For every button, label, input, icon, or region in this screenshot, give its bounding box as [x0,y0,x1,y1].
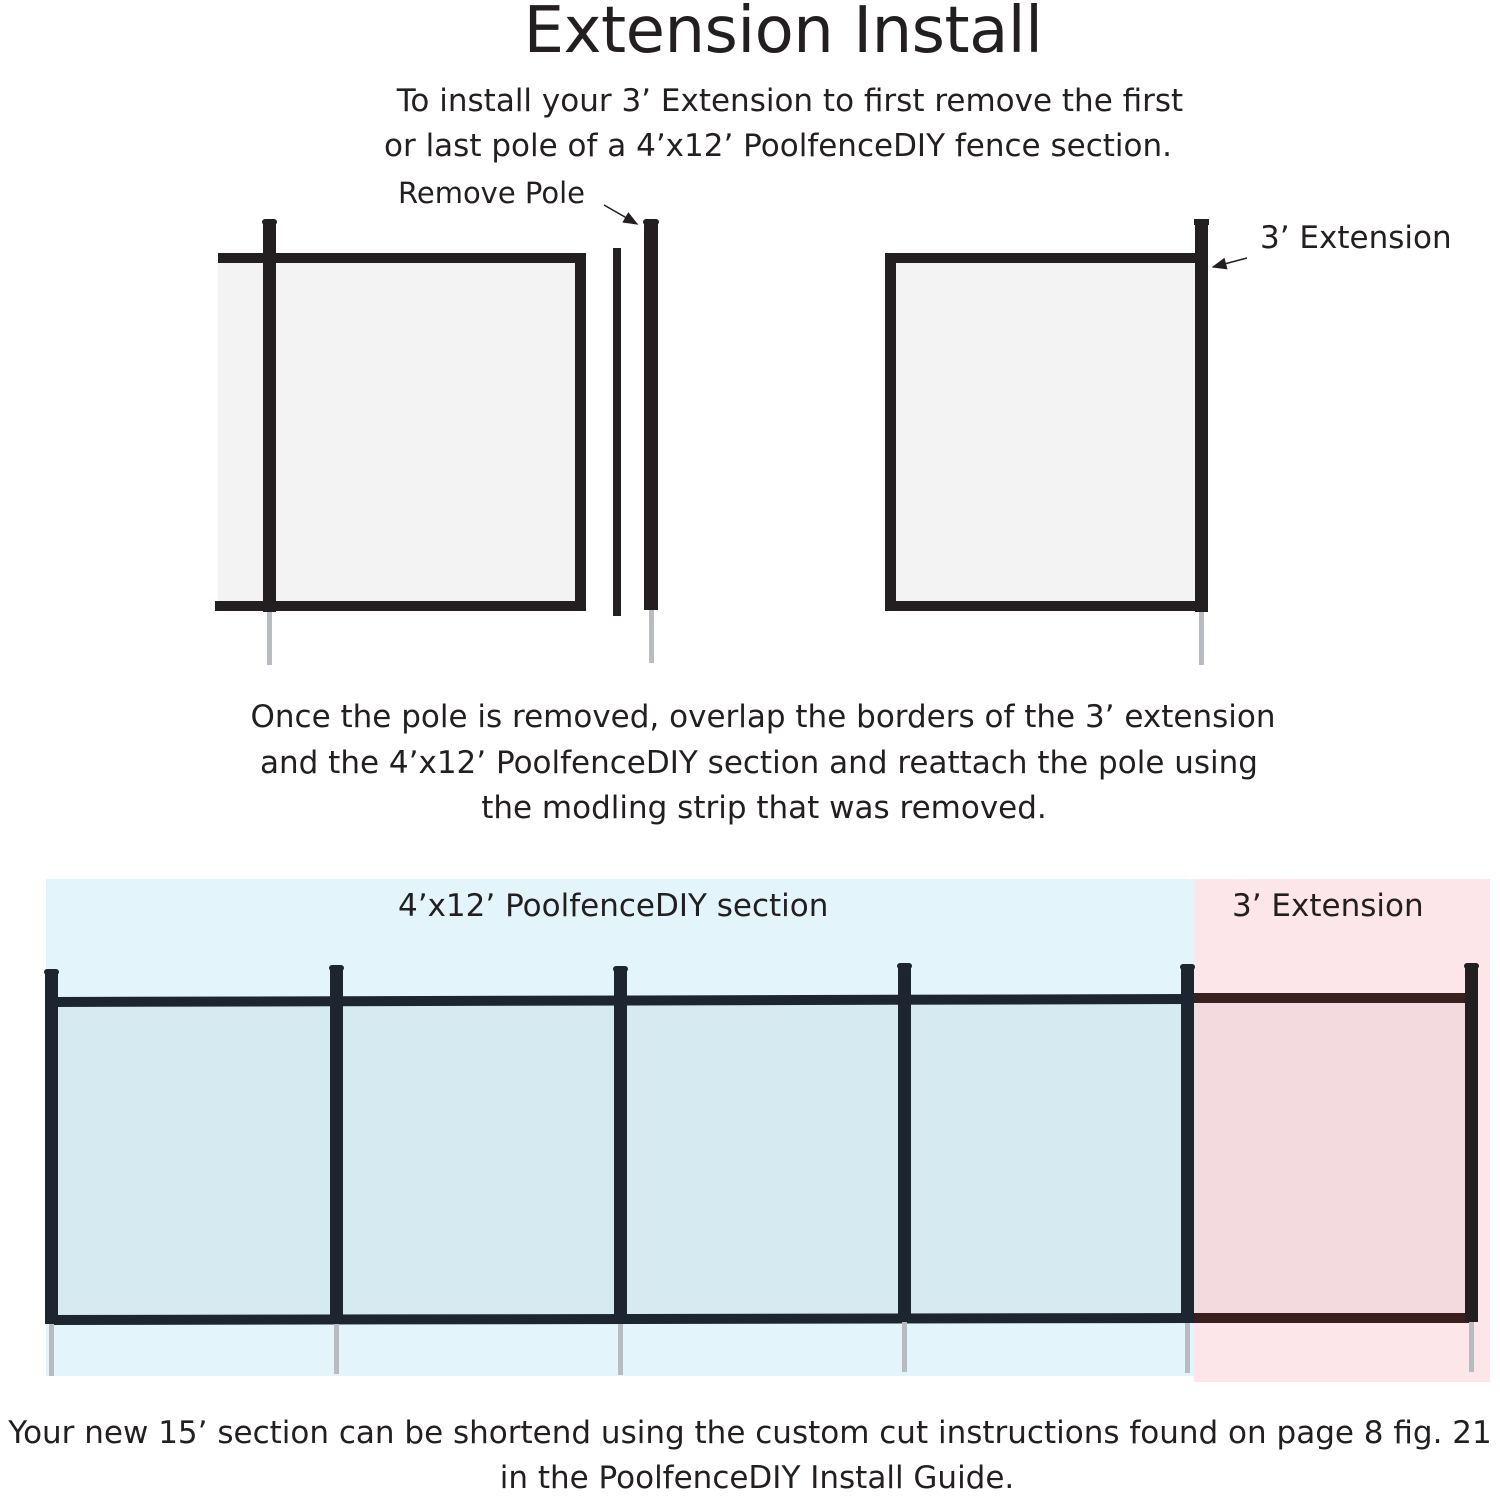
instruction-line-1: Once the pole is removed, overlap the bo… [250,699,1276,735]
extension-end-pole [1464,963,1479,1372]
footer-line-1: Your new 15’ section can be shortend usi… [8,1415,1492,1451]
intro-line-2: or last pole of a 4’x12’ PoolfenceDIY fe… [384,128,1172,164]
top-diagram [215,204,1248,665]
extension-pole [1195,222,1208,612]
extension-label-top: 3’ Extension [1260,220,1452,256]
section-label: 4’x12’ PoolfenceDIY section [398,888,829,924]
mesh-panel [218,258,580,606]
extension-label-bottom: 3’ Extension [1232,888,1424,924]
remove-pole-label: Remove Pole [398,176,585,210]
mesh-panel [893,258,1198,606]
ground-spike [649,610,654,663]
frame-right-border [575,253,586,611]
mesh-panel-4 [911,1003,1183,1315]
mesh-panel-2 [343,1005,615,1317]
pole-body [644,222,658,610]
remove-pole-arrow [603,204,639,225]
mesh-panel-1 [57,1005,331,1315]
extension-arrow [1211,257,1248,270]
extension-top-rail [1190,993,1472,1003]
instruction-line-2: and the 4’x12’ PoolfenceDIY section and … [260,745,1258,781]
frame-top-rail [218,253,586,263]
instruction-line-3: the modling strip that was removed. [481,790,1047,826]
ground-spike [267,612,272,665]
footer-line-2: in the PoolfenceDIY Install Guide. [499,1460,1015,1496]
pole-3 [613,966,628,1375]
frame-left-border [885,253,896,611]
ground-spike [1199,612,1204,665]
fence-section-with-pole [215,219,586,665]
top-rail [50,994,1190,1007]
pole-5 [1180,964,1195,1373]
extension-highlight [1194,879,1490,1382]
pole-4 [897,963,912,1372]
bottom-rail [50,1313,1190,1325]
mesh-panel-3 [627,1004,899,1316]
removed-pole [643,219,659,663]
frame-bottom-rail [215,601,586,611]
frame-top-rail [885,253,1205,263]
extension-panel [885,219,1209,665]
pole-2 [329,965,344,1374]
intro-line-1: To install your 3’ Extension to first re… [396,83,1184,119]
extension-bottom-rail [1190,1313,1472,1323]
fence-pole [263,222,276,612]
frame-bottom-rail [885,601,1205,611]
pole-1 [44,969,59,1376]
section-highlight [46,879,1194,1376]
mesh-panel-extension [1194,1003,1466,1315]
pole-cap [643,219,659,225]
pole-cap [262,219,277,225]
page-title: Extension Install [523,0,1043,68]
moulding-strip [613,248,621,616]
pole-cap [1194,219,1209,225]
